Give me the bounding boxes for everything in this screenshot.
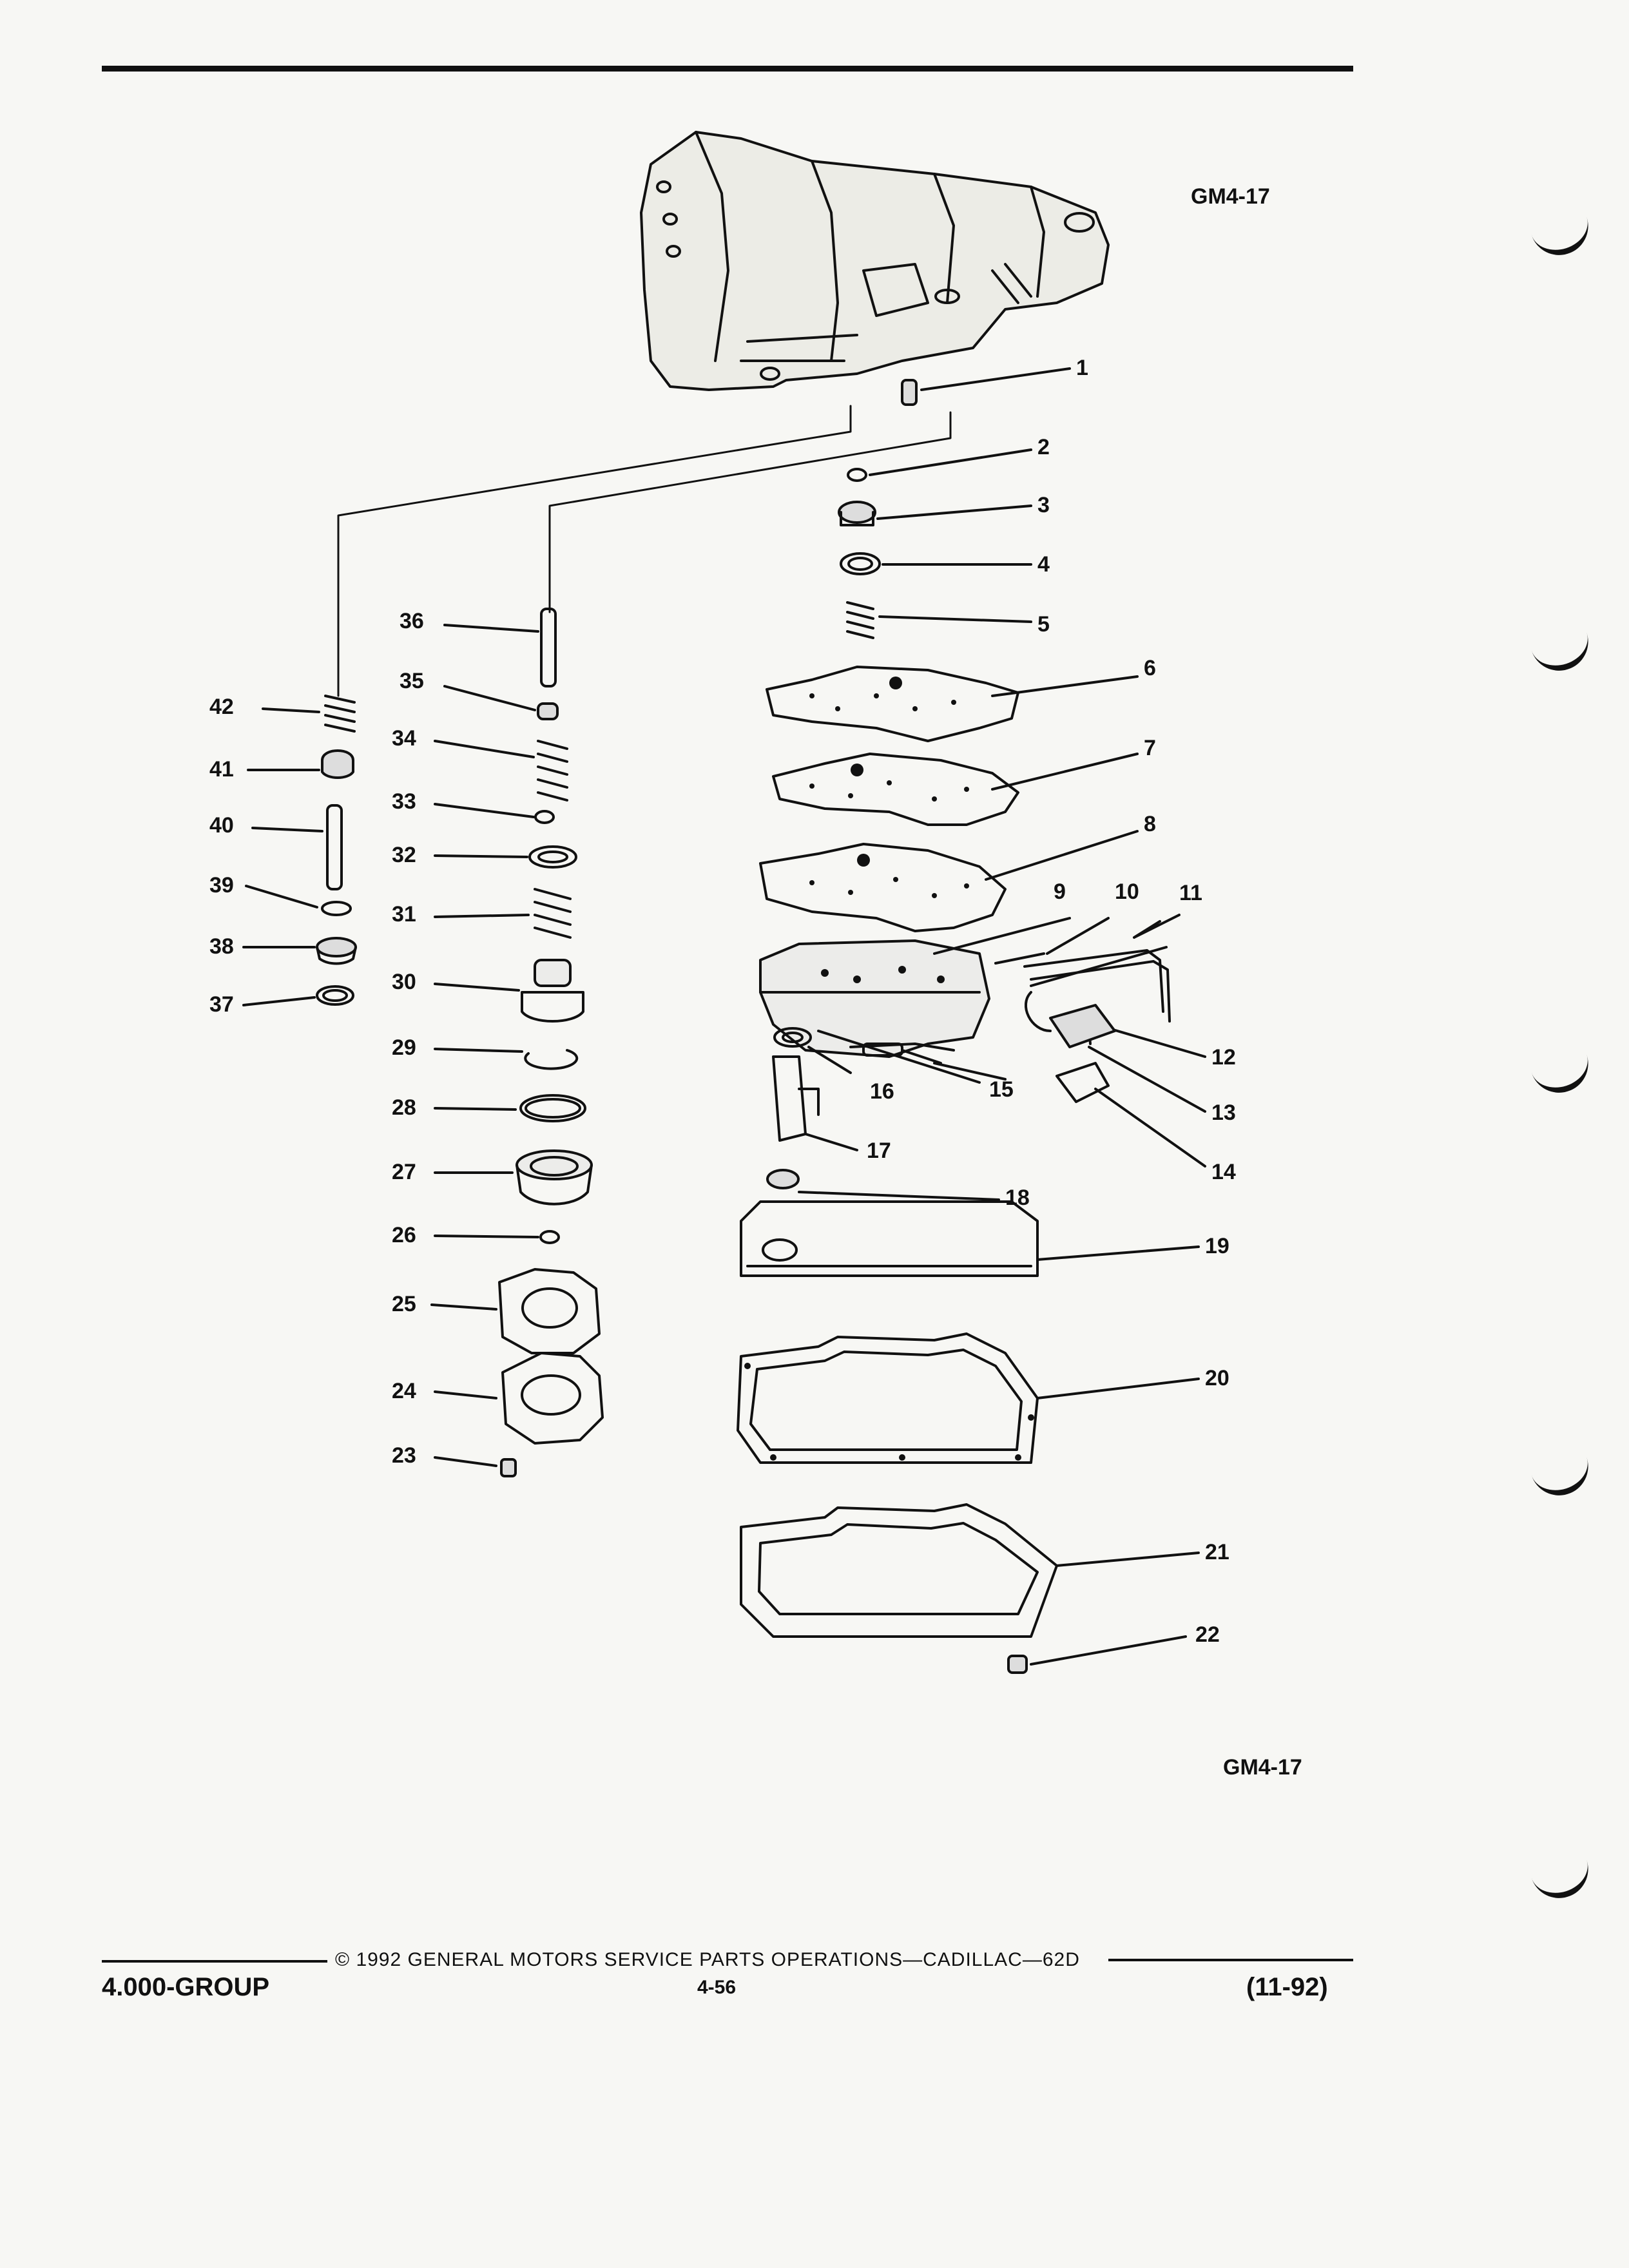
callout-29: 29 [392,1035,416,1060]
callout-40: 40 [209,813,234,838]
callout-6: 6 [1144,656,1156,680]
part-8-gasket [759,830,1139,932]
part-5-spring [846,601,1032,639]
callout-38: 38 [209,934,234,959]
callout-3: 3 [1037,493,1050,517]
callout-36: 36 [400,609,424,633]
callout-17: 17 [867,1139,891,1163]
part-24-cover [434,1352,604,1445]
part-34-spring [434,740,568,802]
callout-39: 39 [209,873,234,898]
part-10-pin [994,917,1110,965]
callout-12: 12 [1211,1045,1236,1070]
footer-rule-right [1108,1959,1353,1961]
callout-15: 15 [989,1077,1014,1102]
part-18-seal [766,1169,1000,1201]
footer-page-number: 4-56 [697,1977,737,1998]
callout-13: 13 [1211,1100,1236,1125]
callout-32: 32 [392,843,416,867]
callout-28: 28 [392,1095,416,1120]
part-19-filter [740,1200,1200,1277]
callout-31: 31 [392,902,416,927]
part-31-spring [434,888,572,939]
figure-id-bottom: GM4-17 [1223,1755,1302,1780]
part-39-washer [245,885,352,916]
part-41-retainer [247,749,354,779]
part-26-snap-ring [434,1230,560,1244]
part-6-gasket [766,666,1139,742]
callout-14: 14 [1211,1160,1236,1184]
callout-27: 27 [392,1160,416,1184]
part-36-pin [443,608,557,687]
callout-21: 21 [1205,1540,1229,1564]
part-22-bolt [1007,1635,1187,1674]
callout-23: 23 [392,1443,416,1468]
part-13-solenoid [1024,991,1206,1113]
part-37-ring [242,985,354,1006]
part-42-spring [262,695,356,733]
part-3-plug [838,501,1032,526]
callout-25: 25 [392,1292,416,1316]
part-17-intake-pipe [772,1055,858,1151]
part-4-ring [840,552,1032,575]
part-2-washer [847,448,1032,482]
part-40-pin [251,804,343,890]
part-1-bolt [901,367,1071,406]
callout-37: 37 [209,992,234,1017]
part-33-washer [434,803,555,824]
callout-10: 10 [1115,879,1139,904]
footer-date: (11-92) [1246,1973,1328,2001]
part-16-seal [773,1027,852,1074]
callout-18: 18 [1005,1186,1030,1210]
callout-11: 11 [1179,881,1202,905]
part-38-retainer [242,937,357,965]
callout-19: 19 [1205,1234,1229,1258]
callout-4: 4 [1037,552,1050,577]
part-15-valve [817,1030,1007,1084]
transmission-case [640,131,1110,391]
part-23-bolt [434,1456,517,1477]
callout-7: 7 [1144,736,1156,760]
callout-1: 1 [1076,356,1088,380]
gasket-detail [744,677,1034,1461]
callout-5: 5 [1037,612,1050,637]
part-9-valve-body [759,917,1071,1058]
callout-26: 26 [392,1223,416,1247]
callout-22: 22 [1195,1622,1220,1647]
part-29-snap-ring [434,1048,579,1070]
callout-2: 2 [1037,435,1050,459]
callout-9: 9 [1054,879,1066,904]
callout-30: 30 [392,970,416,994]
callout-42: 42 [209,695,234,719]
part-11-tubes [1023,914,1181,1023]
callout-labels: 1 2 3 4 5 6 7 8 9 10 11 12 13 14 15 16 1… [209,356,1236,1647]
footer-group: 4.000-GROUP [102,1973,270,2001]
figure-id-top: GM4-17 [1191,184,1270,209]
callout-33: 33 [392,789,416,814]
footer-copyright: © 1992 GENERAL MOTORS SERVICE PARTS OPER… [335,1949,1080,1970]
callout-20: 20 [1205,1366,1229,1390]
part-14-gasket [1055,1062,1206,1168]
callout-35: 35 [400,669,424,693]
callout-8: 8 [1144,812,1156,836]
part-35-sleeve [443,685,559,720]
part-28-ring [434,1094,586,1122]
footer-rule-left [102,1960,327,1963]
part-21-oil-pan [740,1503,1200,1638]
part-32-washer [434,845,577,869]
part-25-gasket [430,1268,601,1354]
part-20-pan-gasket [737,1332,1200,1464]
callout-16: 16 [870,1079,894,1104]
callout-41: 41 [209,757,234,782]
part-27-piston [434,1149,593,1206]
callout-34: 34 [392,726,416,751]
top-rule [102,66,1353,72]
part-30-piston [434,959,584,1023]
part-7-gasket [772,753,1139,826]
callout-24: 24 [392,1379,416,1403]
